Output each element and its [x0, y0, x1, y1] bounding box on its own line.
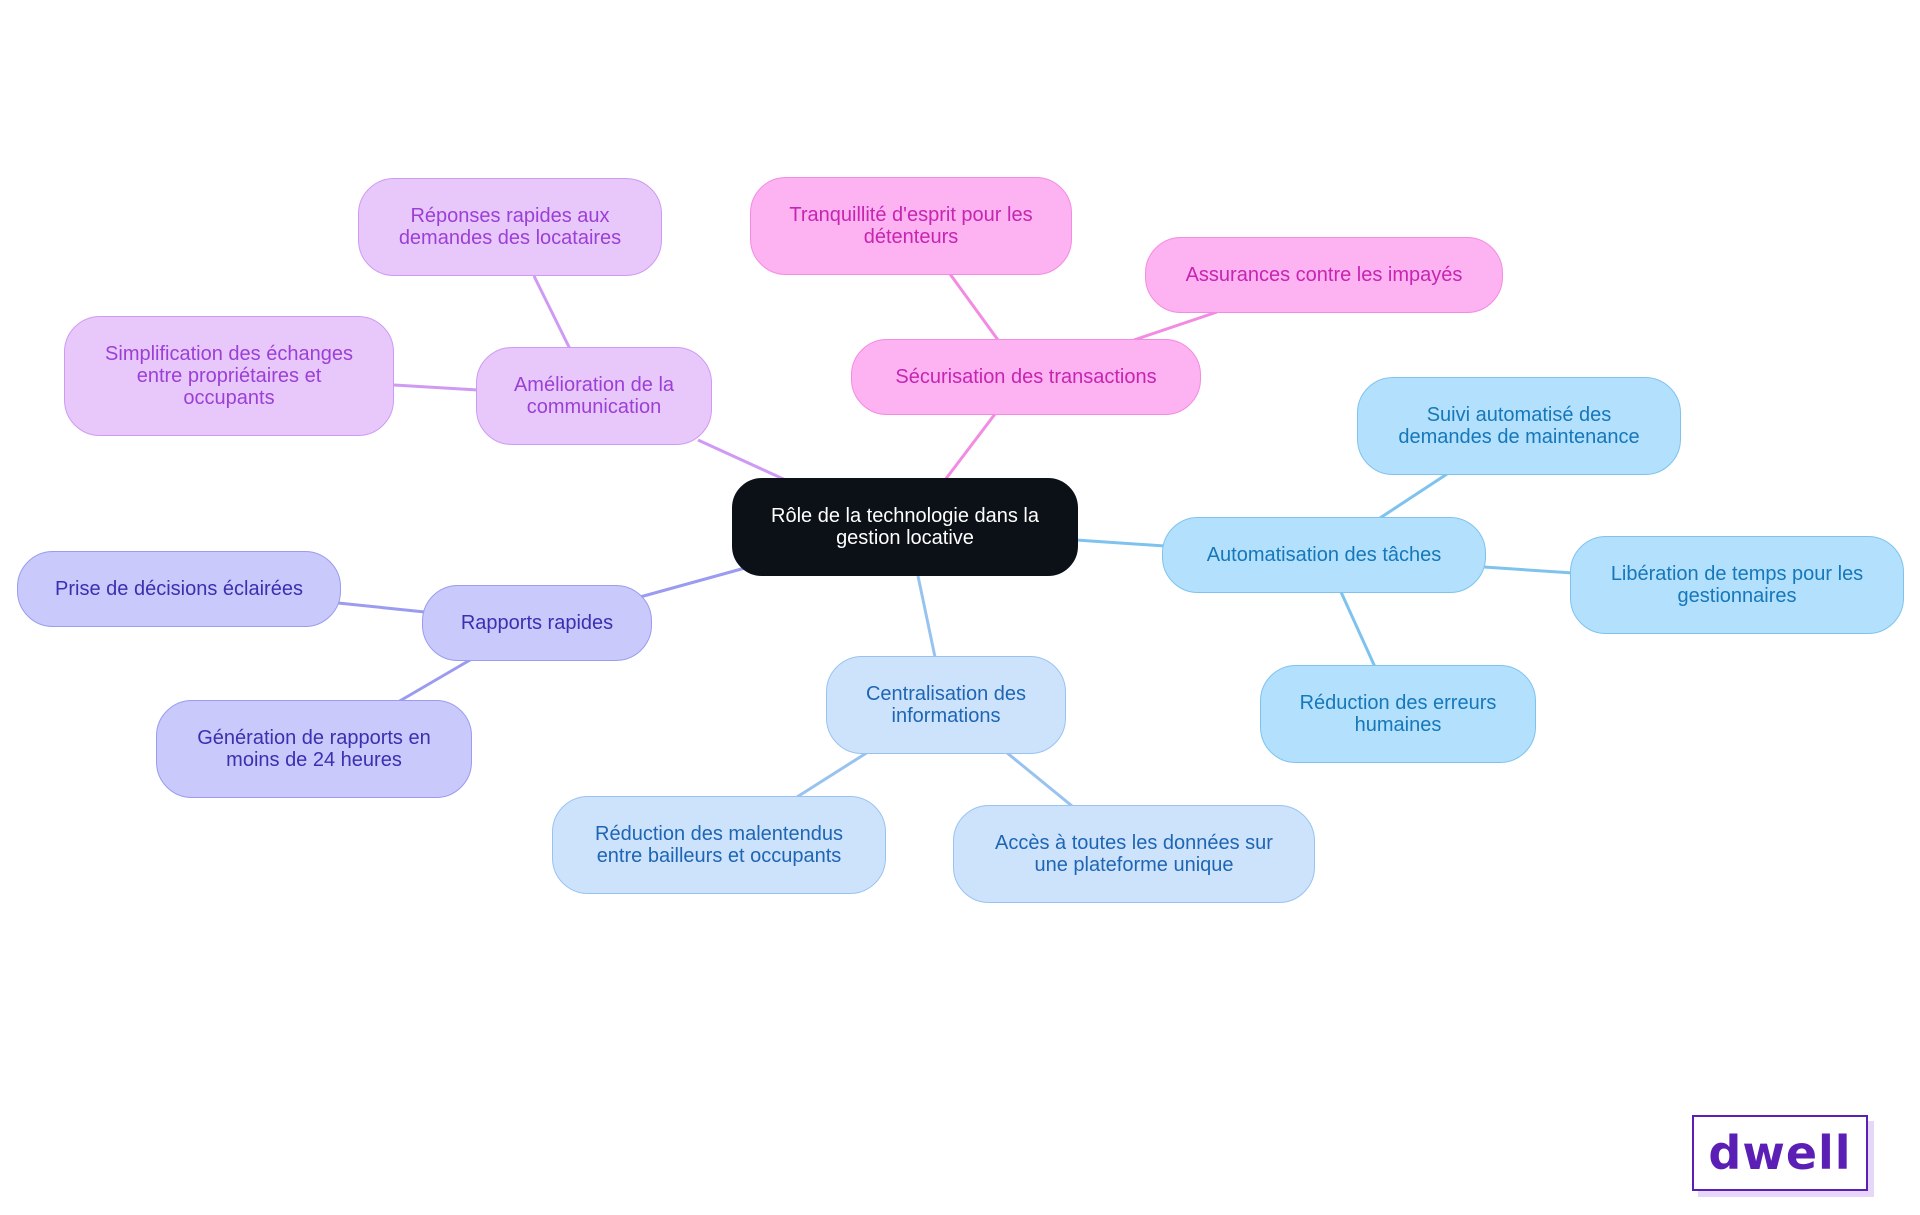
edge-rapports-decisions — [337, 601, 426, 614]
edge-centralisation-malentendus — [796, 750, 869, 799]
edge-centralisation-acces — [1005, 750, 1073, 808]
branch-centralisation: Centralisation des informations — [826, 656, 1066, 754]
edge-communication-reponses — [532, 275, 572, 350]
edge-automatisation-suivi — [1379, 472, 1448, 520]
edge-center-automatisation — [1075, 538, 1166, 548]
branch-communication: Amélioration de la communication — [476, 347, 712, 445]
dwell-logo: dwell — [1692, 1115, 1868, 1191]
branch-automatisation: Automatisation des tâches — [1162, 517, 1486, 593]
leaf-reduction-malentendus: Réduction des malentendus entre bailleur… — [552, 796, 886, 894]
edge-rapports-generation — [397, 658, 471, 704]
edge-automatisation-reduction — [1339, 591, 1377, 668]
leaf-tranquillite: Tranquillité d'esprit pour les détenteur… — [750, 177, 1072, 275]
center-node: Rôle de la technologie dans la gestion l… — [732, 478, 1078, 576]
edge-center-securisation — [943, 413, 997, 481]
leaf-simplification-echanges: Simplification des échanges entre propri… — [64, 316, 394, 436]
edge-center-centralisation — [916, 575, 937, 658]
edge-securisation-tranquillite — [948, 273, 1000, 341]
branch-securisation: Sécurisation des transactions — [851, 339, 1201, 415]
leaf-reponses-rapides: Réponses rapides aux demandes des locata… — [358, 178, 662, 276]
leaf-generation-rapports: Génération de rapports en moins de 24 he… — [156, 700, 472, 798]
leaf-liberation-temps: Libération de temps pour les gestionnair… — [1570, 536, 1904, 634]
branch-rapports: Rapports rapides — [422, 585, 652, 661]
edge-center-rapports — [639, 566, 746, 599]
edge-communication-simplification — [393, 383, 479, 392]
leaf-suivi-maintenance: Suivi automatisé des demandes de mainten… — [1357, 377, 1681, 475]
leaf-reduction-erreurs: Réduction des erreurs humaines — [1260, 665, 1536, 763]
edge-automatisation-liberation — [1483, 565, 1574, 575]
leaf-prise-decisions: Prise de décisions éclairées — [17, 551, 341, 627]
edge-center-communication — [697, 438, 791, 484]
edge-securisation-assurances — [1133, 310, 1218, 342]
leaf-acces-donnees: Accès à toutes les données sur une plate… — [953, 805, 1315, 903]
leaf-assurances: Assurances contre les impayés — [1145, 237, 1503, 313]
